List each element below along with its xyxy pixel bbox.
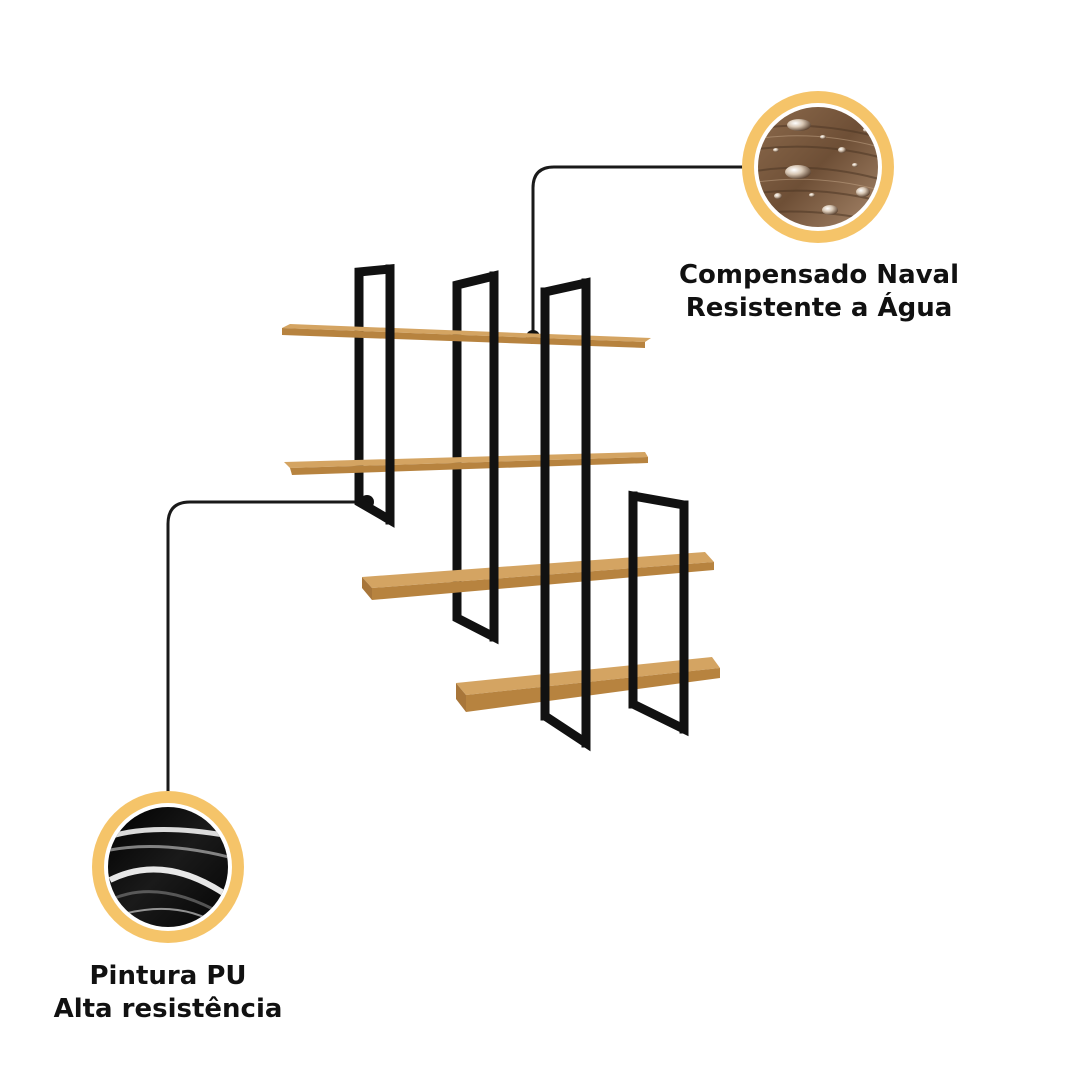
- glossy-black-paint-icon: [92, 791, 244, 943]
- callout-naval-line1: Compensado Naval: [678, 260, 960, 290]
- frame-front-group: [385, 264, 689, 748]
- wall-shelf-illustration: [282, 264, 720, 752]
- frame-4: [628, 490, 689, 737]
- shelf-2: [284, 452, 648, 475]
- shelf-1: [282, 324, 651, 348]
- water-drops-on-wood-icon: [742, 91, 894, 243]
- frame-1: [354, 264, 395, 528]
- callout-naval-label: Compensado Naval Resistente a Água: [659, 259, 979, 325]
- callout-pu-line1: Pintura PU: [89, 961, 247, 991]
- leader-line-naval: [531, 165, 756, 337]
- shelf-3: [362, 552, 714, 600]
- callout-pu-label: Pintura PU Alta resistência: [28, 960, 308, 1026]
- leader-line-pu: [166, 500, 367, 805]
- callout-pu-line2: Alta resistência: [53, 994, 283, 1024]
- callout-naval-line2: Resistente a Água: [685, 293, 953, 323]
